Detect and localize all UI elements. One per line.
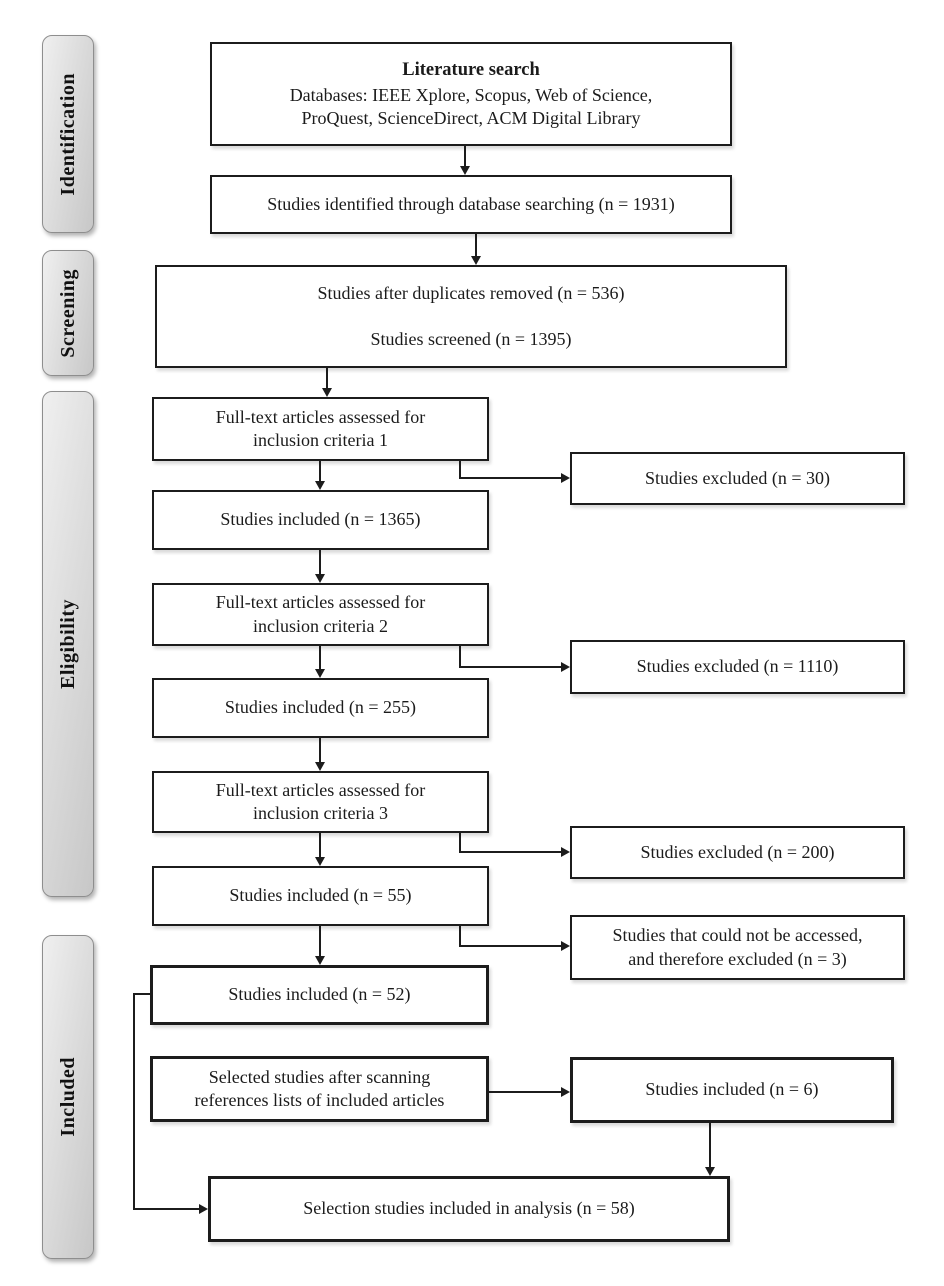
connector-included255-to-criteria3 — [319, 738, 321, 763]
final-selection-text: Selection studies included in analysis (… — [303, 1198, 635, 1219]
reference-scanning-line1: Selected studies after scanning — [208, 1066, 431, 1087]
fulltext-criteria-3-line1: Full-text articles assessed for — [215, 779, 426, 800]
connector-criteria1-to-excluded30-vseg — [459, 461, 461, 479]
fulltext-criteria-3-line2: inclusion criteria 3 — [253, 803, 388, 823]
connector-included6-to-final — [709, 1123, 711, 1168]
included-6-text: Studies included (n = 6) — [645, 1079, 819, 1100]
arrowhead-right — [561, 1087, 570, 1097]
connector-screening-to-criteria1 — [326, 368, 328, 389]
stage-label-eligibility: Eligibility — [56, 599, 79, 689]
arrowhead-right — [561, 473, 570, 483]
connector-included52-to-final-top-seg — [133, 993, 151, 995]
arrowhead-down — [315, 669, 325, 678]
excluded-200-text: Studies excluded (n = 200) — [640, 841, 835, 862]
box-fulltext-criteria-3: Full-text articles assessed for inclusio… — [152, 771, 489, 833]
fulltext-criteria-2-line1: Full-text articles assessed for — [215, 592, 426, 613]
stage-bar-identification: Identification — [42, 35, 94, 233]
arrowhead-down — [315, 481, 325, 490]
included-55-text: Studies included (n = 55) — [229, 885, 412, 906]
fulltext-criteria-1-line2: inclusion criteria 1 — [253, 430, 388, 450]
connector-criteria2-to-excluded1110-vseg — [459, 646, 461, 668]
included-52-text: Studies included (n = 52) — [228, 984, 411, 1005]
arrowhead-right — [561, 941, 570, 951]
box-not-accessed: Studies that could not be accessed, and … — [570, 915, 905, 980]
box-excluded-200: Studies excluded (n = 200) — [570, 826, 905, 879]
box-reference-scanning: Selected studies after scanning referenc… — [150, 1056, 489, 1122]
reference-scanning-line2: references lists of included articles — [194, 1090, 445, 1110]
connector-included55-to-notaccessed-vseg — [459, 926, 461, 947]
arrowhead-right — [199, 1204, 208, 1214]
arrowhead-down — [705, 1167, 715, 1176]
box-included-52: Studies included (n = 52) — [150, 965, 489, 1025]
stage-label-screening: Screening — [56, 268, 79, 358]
connector-included52-to-final-vseg — [133, 993, 135, 1210]
connector-included1365-to-criteria2 — [319, 550, 321, 575]
duplicates-removed-text: Studies after duplicates removed (n = 53… — [317, 283, 625, 304]
box-included-6: Studies included (n = 6) — [570, 1057, 894, 1123]
box-included-255: Studies included (n = 255) — [152, 678, 489, 738]
arrowhead-down — [315, 762, 325, 771]
arrowhead-down — [471, 256, 481, 265]
excluded-1110-text: Studies excluded (n = 1110) — [636, 656, 839, 677]
box-final-selection: Selection studies included in analysis (… — [208, 1176, 730, 1242]
box-excluded-1110: Studies excluded (n = 1110) — [570, 640, 905, 694]
excluded-30-text: Studies excluded (n = 30) — [644, 467, 831, 488]
studies-identified-text: Studies identified through database sear… — [267, 193, 675, 214]
connector-included55-to-notaccessed-hseg — [459, 945, 561, 947]
connector-criteria2-to-included255 — [319, 646, 321, 670]
literature-search-databases-line2: ProQuest, ScienceDirect, ACM Digital Lib… — [301, 108, 641, 129]
arrowhead-down — [315, 574, 325, 583]
stage-bar-eligibility: Eligibility — [42, 391, 94, 897]
arrowhead-down — [460, 166, 470, 175]
stage-label-included: Included — [56, 1057, 79, 1137]
box-excluded-30: Studies excluded (n = 30) — [570, 452, 905, 505]
connector-criteria3-to-excluded200-vseg — [459, 833, 461, 853]
connector-criteria2-to-excluded1110-hseg — [459, 666, 561, 668]
box-fulltext-criteria-2: Full-text articles assessed for inclusio… — [152, 583, 489, 646]
fulltext-criteria-2-line2: inclusion criteria 2 — [253, 615, 388, 636]
stage-bar-included: Included — [42, 935, 94, 1259]
arrowhead-down — [322, 388, 332, 397]
connector-criteria1-to-excluded30-hseg — [459, 477, 561, 479]
box-included-1365: Studies included (n = 1365) — [152, 490, 489, 550]
arrowhead-down — [315, 857, 325, 866]
literature-search-databases-line1: Databases: IEEE Xplore, Scopus, Web of S… — [289, 84, 653, 105]
box-screening: Studies after duplicates removed (n = 53… — [155, 265, 787, 368]
arrowhead-right — [561, 847, 570, 857]
connector-included52-to-final-bottom-seg — [133, 1208, 199, 1210]
fulltext-criteria-1-line1: Full-text articles assessed for — [215, 406, 426, 427]
connector-scanning-to-included6 — [489, 1091, 561, 1093]
not-accessed-line2: and therefore excluded (n = 3) — [628, 948, 847, 969]
box-studies-identified: Studies identified through database sear… — [210, 175, 732, 234]
stage-bar-screening: Screening — [42, 250, 94, 376]
connector-identified-to-screening — [475, 234, 477, 257]
connector-criteria3-to-included55 — [319, 833, 321, 858]
studies-screened-text: Studies screened (n = 1395) — [370, 328, 572, 349]
literature-search-title: Literature search — [402, 59, 540, 80]
connector-criteria3-to-excluded200-hseg — [459, 851, 561, 853]
arrowhead-right — [561, 662, 570, 672]
arrowhead-down — [315, 956, 325, 965]
not-accessed-line1: Studies that could not be accessed, — [612, 925, 863, 946]
connector-literature-to-identified — [464, 146, 466, 167]
included-1365-text: Studies included (n = 1365) — [220, 509, 421, 530]
connector-included55-to-included52 — [319, 926, 321, 957]
connector-criteria1-to-included1365 — [319, 461, 321, 483]
included-255-text: Studies included (n = 255) — [224, 697, 417, 718]
stage-label-identification: Identification — [56, 72, 79, 196]
box-fulltext-criteria-1: Full-text articles assessed for inclusio… — [152, 397, 489, 461]
box-literature-search: Literature search Databases: IEEE Xplore… — [210, 42, 732, 146]
box-included-55: Studies included (n = 55) — [152, 866, 489, 926]
